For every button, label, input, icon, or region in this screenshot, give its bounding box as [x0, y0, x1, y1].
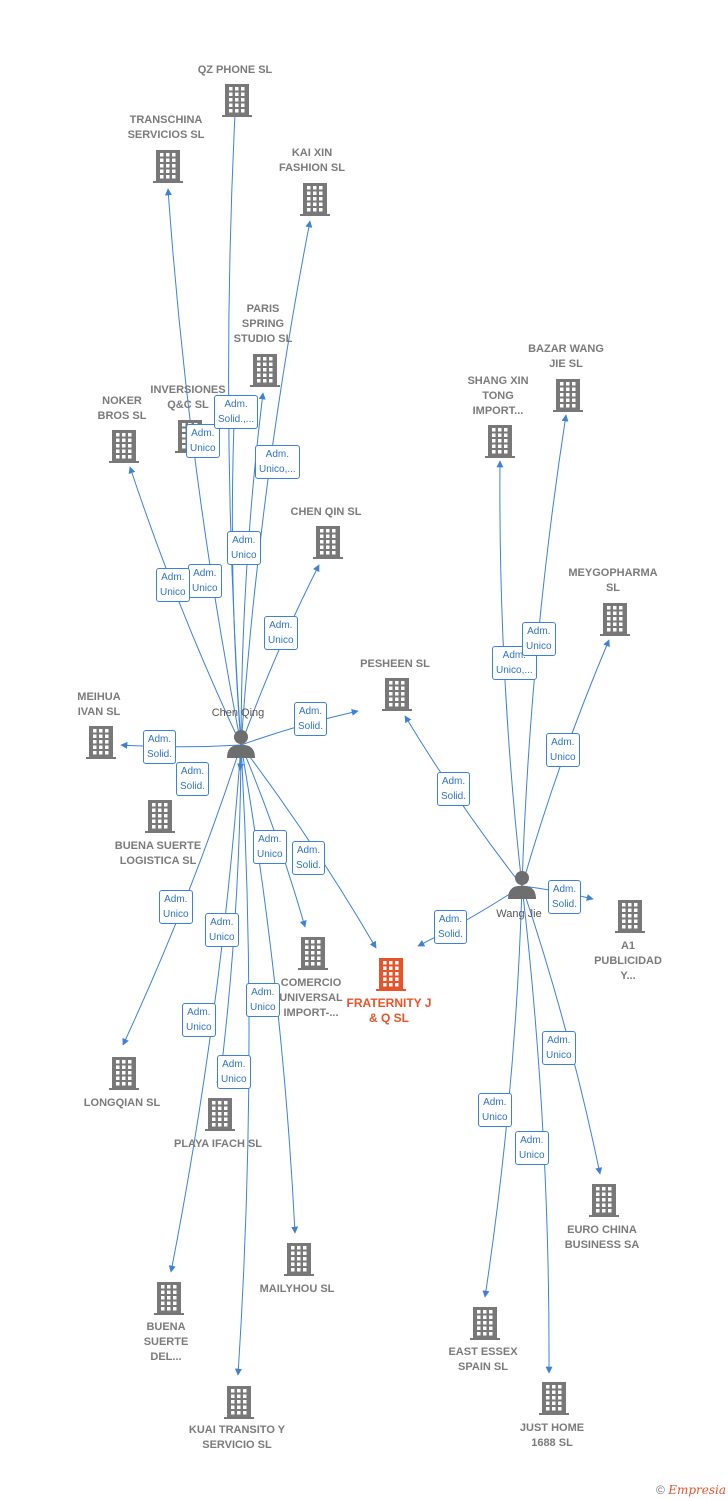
- focus-company-building-icon[interactable]: [376, 958, 406, 991]
- company-building-icon[interactable]: [470, 1307, 500, 1340]
- relation-role-badge[interactable]: Adm.Solid.: [434, 910, 468, 944]
- relation-role-badge[interactable]: Adm.Unico,...: [492, 646, 537, 680]
- relation-role-badge[interactable]: Adm.Unico: [515, 1131, 549, 1165]
- company-building-icon[interactable]: [86, 726, 116, 759]
- relation-edge: [120, 741, 242, 749]
- company-building-icon[interactable]: [382, 678, 412, 711]
- company-label[interactable]: PESHEEN SL: [360, 658, 430, 670]
- company-building-icon[interactable]: [109, 430, 139, 463]
- relation-role-badge[interactable]: Adm.Solid.: [292, 841, 326, 875]
- relation-role-badge[interactable]: Adm.Unico,...: [255, 445, 300, 479]
- relation-role-badge[interactable]: Adm.Unico: [186, 424, 220, 458]
- company-building-icon[interactable]: [154, 1282, 184, 1315]
- company-label[interactable]: CHEN QIN SL: [290, 506, 362, 518]
- relation-role-badge[interactable]: Adm.Solid.: [437, 772, 471, 806]
- company-building-icon[interactable]: [153, 150, 183, 183]
- company-label[interactable]: INVERSIONES Q&C SL: [150, 384, 226, 411]
- company-building-icon[interactable]: [313, 526, 343, 559]
- relation-edge: [521, 885, 553, 1374]
- company-building-icon[interactable]: [284, 1243, 314, 1276]
- copyright-symbol: ©: [656, 1483, 665, 1497]
- company-building-icon[interactable]: [539, 1382, 569, 1415]
- relation-role-badge[interactable]: Adm.Unico: [217, 1055, 251, 1089]
- relation-edge: [128, 466, 242, 746]
- company-label[interactable]: MEIHUA IVAN SL: [77, 691, 121, 718]
- relation-role-badge[interactable]: Adm.Unico: [478, 1093, 512, 1127]
- company-label[interactable]: SHANG XIN TONG IMPORT...: [467, 375, 529, 417]
- relation-edge: [240, 392, 266, 746]
- relation-role-badge[interactable]: Adm.Solid.,...: [214, 395, 259, 429]
- relation-edge: [482, 885, 523, 1298]
- relation-edge: [231, 396, 242, 746]
- company-label[interactable]: COMERCIO UNIVERSAL IMPORT-...: [279, 977, 343, 1019]
- company-building-icon[interactable]: [109, 1057, 139, 1090]
- relation-role-badge[interactable]: Adm.Unico: [205, 913, 239, 947]
- company-building-icon[interactable]: [205, 1098, 235, 1131]
- company-label[interactable]: PLAYA IFACH SL: [173, 1138, 263, 1150]
- company-label[interactable]: LONGQIAN SL: [83, 1097, 161, 1109]
- relation-edge: [521, 885, 603, 1175]
- relation-edge: [164, 188, 242, 746]
- company-label[interactable]: MAILYHOU SL: [259, 1283, 335, 1295]
- company-label[interactable]: KAI XIN FASHION SL: [278, 147, 345, 174]
- relation-role-badge[interactable]: Adm.Solid.: [294, 702, 328, 736]
- company-label[interactable]: BUENA SUERTE LOGISTICA SL: [114, 840, 202, 867]
- person-icon[interactable]: [227, 730, 255, 758]
- company-label[interactable]: A1 PUBLICIDAD Y...: [594, 940, 662, 982]
- relation-role-badge[interactable]: Adm.Unico: [253, 830, 287, 864]
- company-label[interactable]: BUENA SUERTE DEL...: [143, 1321, 189, 1363]
- relation-edge: [240, 220, 313, 746]
- company-building-icon[interactable]: [600, 603, 630, 636]
- company-building-icon[interactable]: [300, 183, 330, 216]
- relation-role-badge[interactable]: Adm.Unico: [227, 531, 261, 565]
- company-building-icon[interactable]: [250, 354, 280, 387]
- relation-role-badge[interactable]: Adm.Unico: [522, 622, 556, 656]
- relation-role-badge[interactable]: Adm.Unico: [182, 1003, 216, 1037]
- relation-edge: [240, 564, 320, 746]
- company-label[interactable]: MEYGOPHARMA SL: [568, 567, 658, 594]
- company-building-icon[interactable]: [145, 800, 175, 833]
- watermark: © Empresia: [656, 1483, 726, 1497]
- company-label[interactable]: EAST ESSEX SPAIN SL: [448, 1346, 518, 1373]
- relation-role-badge[interactable]: Adm.Unico: [264, 616, 298, 650]
- company-label[interactable]: KUAI TRANSITO Y SERVICIO SL: [188, 1424, 286, 1451]
- person-label[interactable]: Wang Jie: [496, 908, 542, 920]
- company-label[interactable]: BAZAR WANG JIE SL: [528, 343, 604, 370]
- relation-role-badge[interactable]: Adm.Unico: [159, 890, 193, 924]
- company-label[interactable]: NOKER BROS SL: [97, 395, 147, 422]
- company-building-icon[interactable]: [485, 425, 515, 458]
- relation-role-badge[interactable]: Adm.Solid.: [176, 762, 210, 796]
- company-building-icon[interactable]: [553, 379, 583, 412]
- company-building-icon[interactable]: [222, 84, 252, 117]
- company-label[interactable]: TRANSCHINA SERVICIOS SL: [127, 114, 205, 141]
- company-label[interactable]: PARIS SPRING STUDIO SL: [233, 303, 293, 345]
- person-icon[interactable]: [508, 871, 536, 899]
- company-building-icon[interactable]: [298, 937, 328, 970]
- company-label[interactable]: QZ PHONE SL: [197, 64, 273, 76]
- relation-role-badge[interactable]: Adm.Unico: [546, 733, 580, 767]
- company-label[interactable]: EURO CHINA BUSINESS SA: [564, 1224, 640, 1251]
- relation-role-badge[interactable]: Adm.Solid.: [548, 880, 582, 914]
- relation-role-badge[interactable]: Adm.Unico: [246, 983, 280, 1017]
- brand-logo: Empresia: [668, 1483, 726, 1497]
- person-label[interactable]: Chen Qing: [211, 707, 265, 719]
- company-building-icon[interactable]: [224, 1386, 254, 1419]
- company-label[interactable]: JUST HOME 1688 SL: [519, 1422, 585, 1449]
- company-building-icon[interactable]: [589, 1184, 619, 1217]
- relation-role-badge[interactable]: Adm.Unico: [188, 564, 222, 598]
- relation-role-badge[interactable]: Adm.Unico: [542, 1031, 576, 1065]
- relation-role-badge[interactable]: Adm.Solid.: [143, 730, 177, 764]
- company-building-icon[interactable]: [615, 900, 645, 933]
- focus-company-label[interactable]: FRATERNITY J & Q SL: [346, 996, 432, 1025]
- relation-role-badge[interactable]: Adm.Unico: [156, 568, 190, 602]
